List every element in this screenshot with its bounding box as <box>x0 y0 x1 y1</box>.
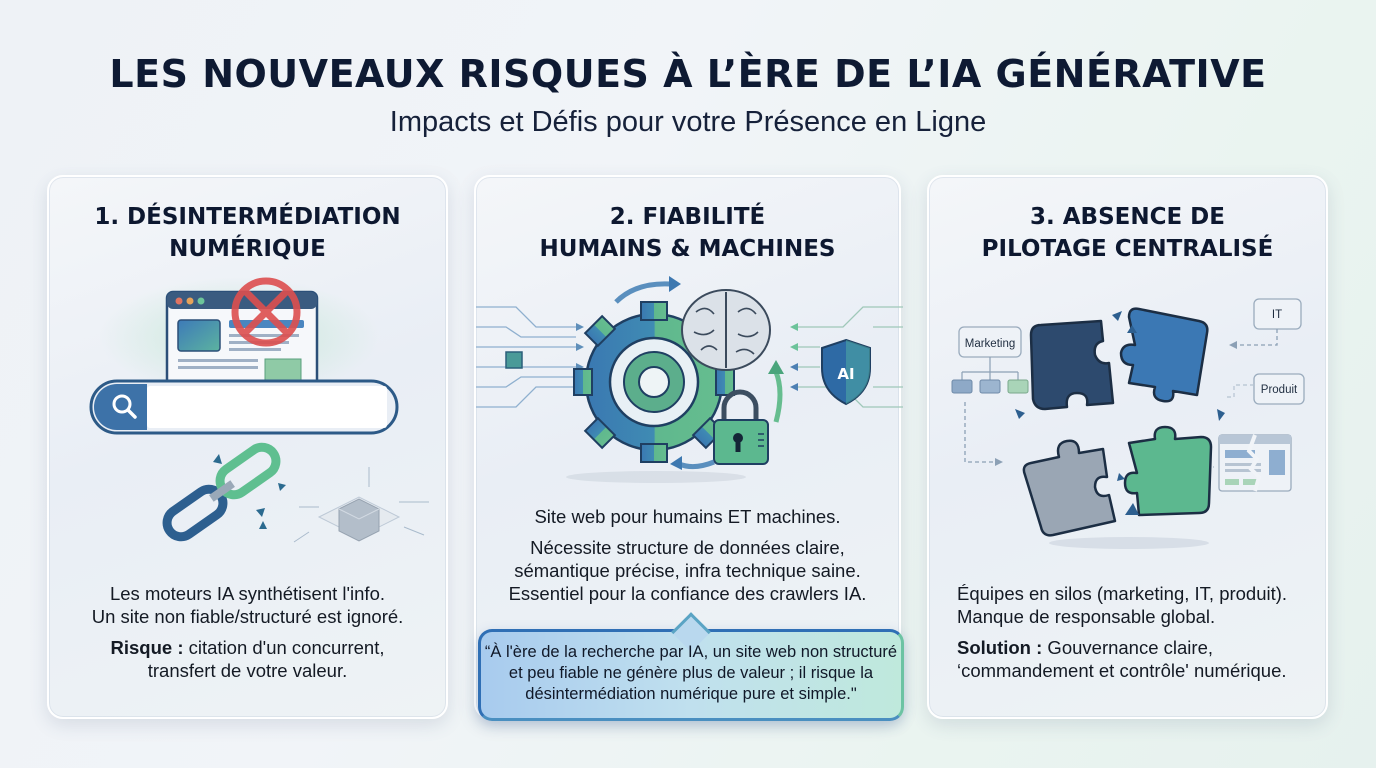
card-body: Équipes en silos (marketing, IT, produit… <box>957 582 1316 690</box>
brain-icon <box>681 289 771 371</box>
search-bar <box>89 379 399 435</box>
org-chart-icon: Marketing <box>951 326 1029 466</box>
page-subtitle: Impacts et Défis pour votre Présence en … <box>389 106 987 138</box>
gear-icon <box>573 301 735 463</box>
search-icon <box>112 394 137 419</box>
quote-line: “À l'ère de la recherche par IA, un site… <box>484 643 898 661</box>
quote-text: “À l'ère de la recherche par IA, un site… <box>481 642 901 705</box>
body-line: Un site non fiable/structuré est ignoré. <box>91 606 404 627</box>
card-title-line: 2. FIABILITÉ <box>609 204 766 230</box>
blocked-icon <box>231 277 301 347</box>
produit-label-box <box>1253 373 1305 405</box>
body-line: ‘commandement et contrôle' numérique. <box>957 660 1287 681</box>
card-body: Les moteurs IA synthétisent l'info. Un s… <box>49 582 446 690</box>
reliability-illustration: AI <box>476 276 903 483</box>
quote-callout: “À l'ère de la recherche par IA, un site… <box>478 612 904 721</box>
card-title-line: 3. ABSENCE DE <box>1029 204 1225 230</box>
body-line: transfert de votre valeur. <box>147 660 348 681</box>
chip-icon <box>505 351 523 369</box>
header: LES NOUVEAUX RISQUES À L’ÈRE DE L’IA GÉN… <box>0 44 1376 140</box>
card-title-line: 1. DÉSINTERMÉDIATION <box>94 204 401 230</box>
card-title-line: NUMÉRIQUE <box>169 236 326 262</box>
chip-cube-icon <box>293 467 429 543</box>
page-title: LES NOUVEAUX RISQUES À L’ÈRE DE L’IA GÉN… <box>109 52 1267 96</box>
card-title-line: PILOTAGE CENTRALISÉ <box>981 236 1274 262</box>
svg-text:IT: IT <box>1272 309 1282 321</box>
card-title: 2. FIABILITÉ HUMAINS & MACHINES <box>476 201 899 265</box>
body-line: Équipes en silos (marketing, IT, produit… <box>957 583 1288 604</box>
card-title-line: HUMAINS & MACHINES <box>539 236 836 262</box>
broken-page-icon <box>1199 434 1292 492</box>
quote-line: et peu fiable ne génère plus de valeur ;… <box>508 664 874 682</box>
svg-text:Produit: Produit <box>1261 384 1298 396</box>
card-title: 3. ABSENCE DE PILOTAGE CENTRALISÉ <box>929 201 1326 265</box>
risk-label: Risque : <box>110 637 184 658</box>
svg-text:AI: AI <box>837 365 854 383</box>
body-line: Les moteurs IA synthétisent l'info. <box>109 583 385 604</box>
body-line: sémantique précise, infra technique sain… <box>514 560 861 581</box>
quote-line: désintermédiation numérique pure et simp… <box>525 685 857 703</box>
body-line: Manque de responsable global. <box>957 606 1216 627</box>
padlock-icon <box>713 389 769 465</box>
disintermediation-illustration <box>89 277 429 543</box>
card-title: 1. DÉSINTERMÉDIATION NUMÉRIQUE <box>49 201 446 265</box>
card-disintermediation: 1. DÉSINTERMÉDIATION NUMÉRIQUE <box>47 175 448 719</box>
body-line: citation d'un concurrent, <box>183 637 385 658</box>
circuit-arrows <box>476 306 576 408</box>
body-line: Site web pour humains ET machines. <box>534 506 841 527</box>
body-line: Gouvernance claire, <box>1042 637 1213 658</box>
broken-link-icon <box>162 442 286 542</box>
body-line: Essentiel pour la confiance des crawlers… <box>508 583 867 604</box>
puzzle-pieces-icon <box>1022 307 1213 537</box>
card-reliability: 2. FIABILITÉ HUMAINS & MACHINES <box>474 175 904 721</box>
card-body: Site web pour humains ET machines. Néces… <box>476 505 899 613</box>
governance-illustration: Marketing IT Produit <box>951 298 1305 549</box>
solution-label: Solution : <box>957 637 1043 658</box>
svg-text:Marketing: Marketing <box>965 338 1016 350</box>
card-governance: 3. ABSENCE DE PILOTAGE CENTRALISÉ Market… <box>927 175 1328 719</box>
body-line: Nécessite structure de données claire, <box>530 537 845 558</box>
ai-shield-icon: AI <box>821 338 871 406</box>
